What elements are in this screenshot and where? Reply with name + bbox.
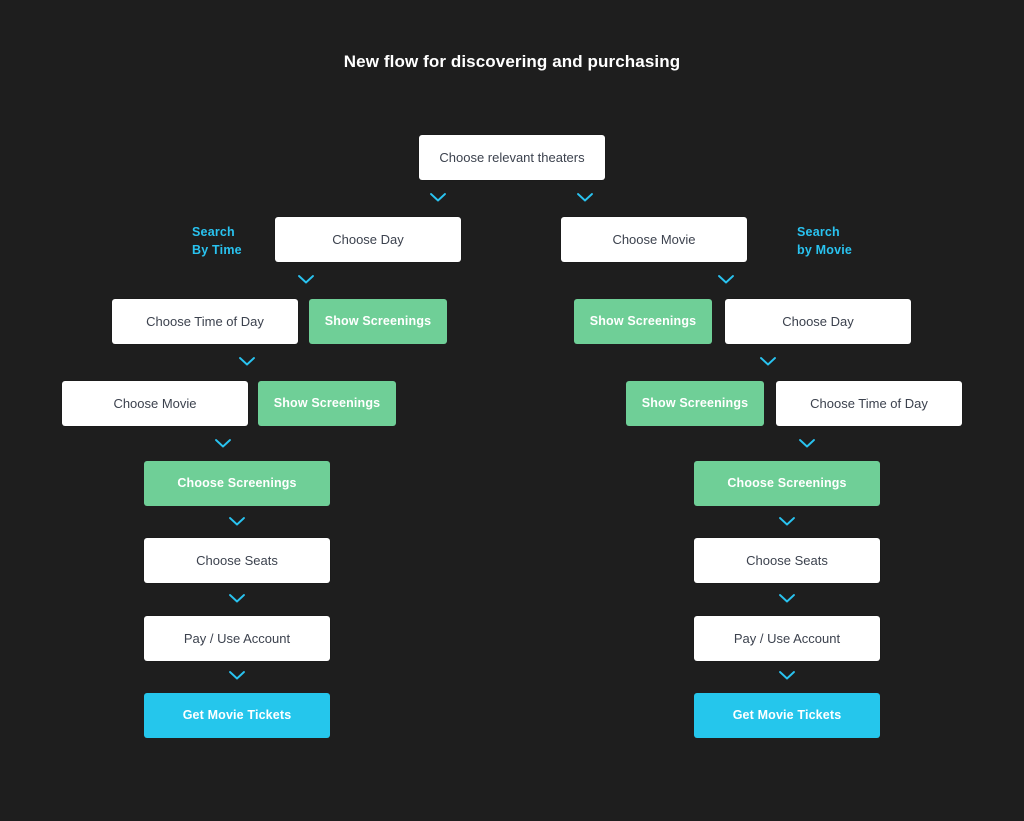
chevron-down-icon-left-5 <box>226 591 248 605</box>
branch-label-search-by-movie: Search by Movie <box>797 225 853 258</box>
chevron-down-icon-left-4 <box>226 514 248 528</box>
chevron-down-icon-left-3 <box>212 436 234 450</box>
node-right-choose-time-of-day[interactable]: Choose Time of Day <box>776 381 962 426</box>
node-right-choose-screenings[interactable]: Choose Screenings <box>694 461 880 506</box>
node-right-get-movie-tickets[interactable]: Get Movie Tickets <box>694 693 880 738</box>
chevron-down-icon-right-6 <box>776 668 798 682</box>
node-left-choose-movie[interactable]: Choose Movie <box>62 381 248 426</box>
node-left-choose-time-of-day[interactable]: Choose Time of Day <box>112 299 298 344</box>
chevron-down-icon-root-right <box>574 190 596 204</box>
node-right-show-screenings-2[interactable]: Show Screenings <box>626 381 764 426</box>
chevron-down-icon-root-left <box>427 190 449 204</box>
node-left-choose-seats[interactable]: Choose Seats <box>144 538 330 583</box>
node-right-show-screenings-1[interactable]: Show Screenings <box>574 299 712 344</box>
node-right-choose-day[interactable]: Choose Day <box>725 299 911 344</box>
node-choose-relevant-theaters[interactable]: Choose relevant theaters <box>419 135 605 180</box>
chevron-down-icon-right-2 <box>757 354 779 368</box>
node-right-choose-movie[interactable]: Choose Movie <box>561 217 747 262</box>
chevron-down-icon-right-1 <box>715 272 737 286</box>
chevron-down-icon-left-2 <box>236 354 258 368</box>
chevron-down-icon-left-1 <box>295 272 317 286</box>
node-left-show-screenings-2[interactable]: Show Screenings <box>258 381 396 426</box>
node-left-pay-use-account[interactable]: Pay / Use Account <box>144 616 330 661</box>
chevron-down-icon-right-4 <box>776 514 798 528</box>
page-title: New flow for discovering and purchasing <box>343 52 681 71</box>
chevron-down-icon-left-6 <box>226 668 248 682</box>
node-right-pay-use-account[interactable]: Pay / Use Account <box>694 616 880 661</box>
chevron-down-icon-right-3 <box>796 436 818 450</box>
node-right-choose-seats[interactable]: Choose Seats <box>694 538 880 583</box>
node-left-choose-screenings[interactable]: Choose Screenings <box>144 461 330 506</box>
chevron-down-icon-right-5 <box>776 591 798 605</box>
node-left-get-movie-tickets[interactable]: Get Movie Tickets <box>144 693 330 738</box>
branch-label-search-by-time: Search By Time <box>192 225 242 258</box>
node-left-choose-day[interactable]: Choose Day <box>275 217 461 262</box>
node-left-show-screenings-1[interactable]: Show Screenings <box>309 299 447 344</box>
